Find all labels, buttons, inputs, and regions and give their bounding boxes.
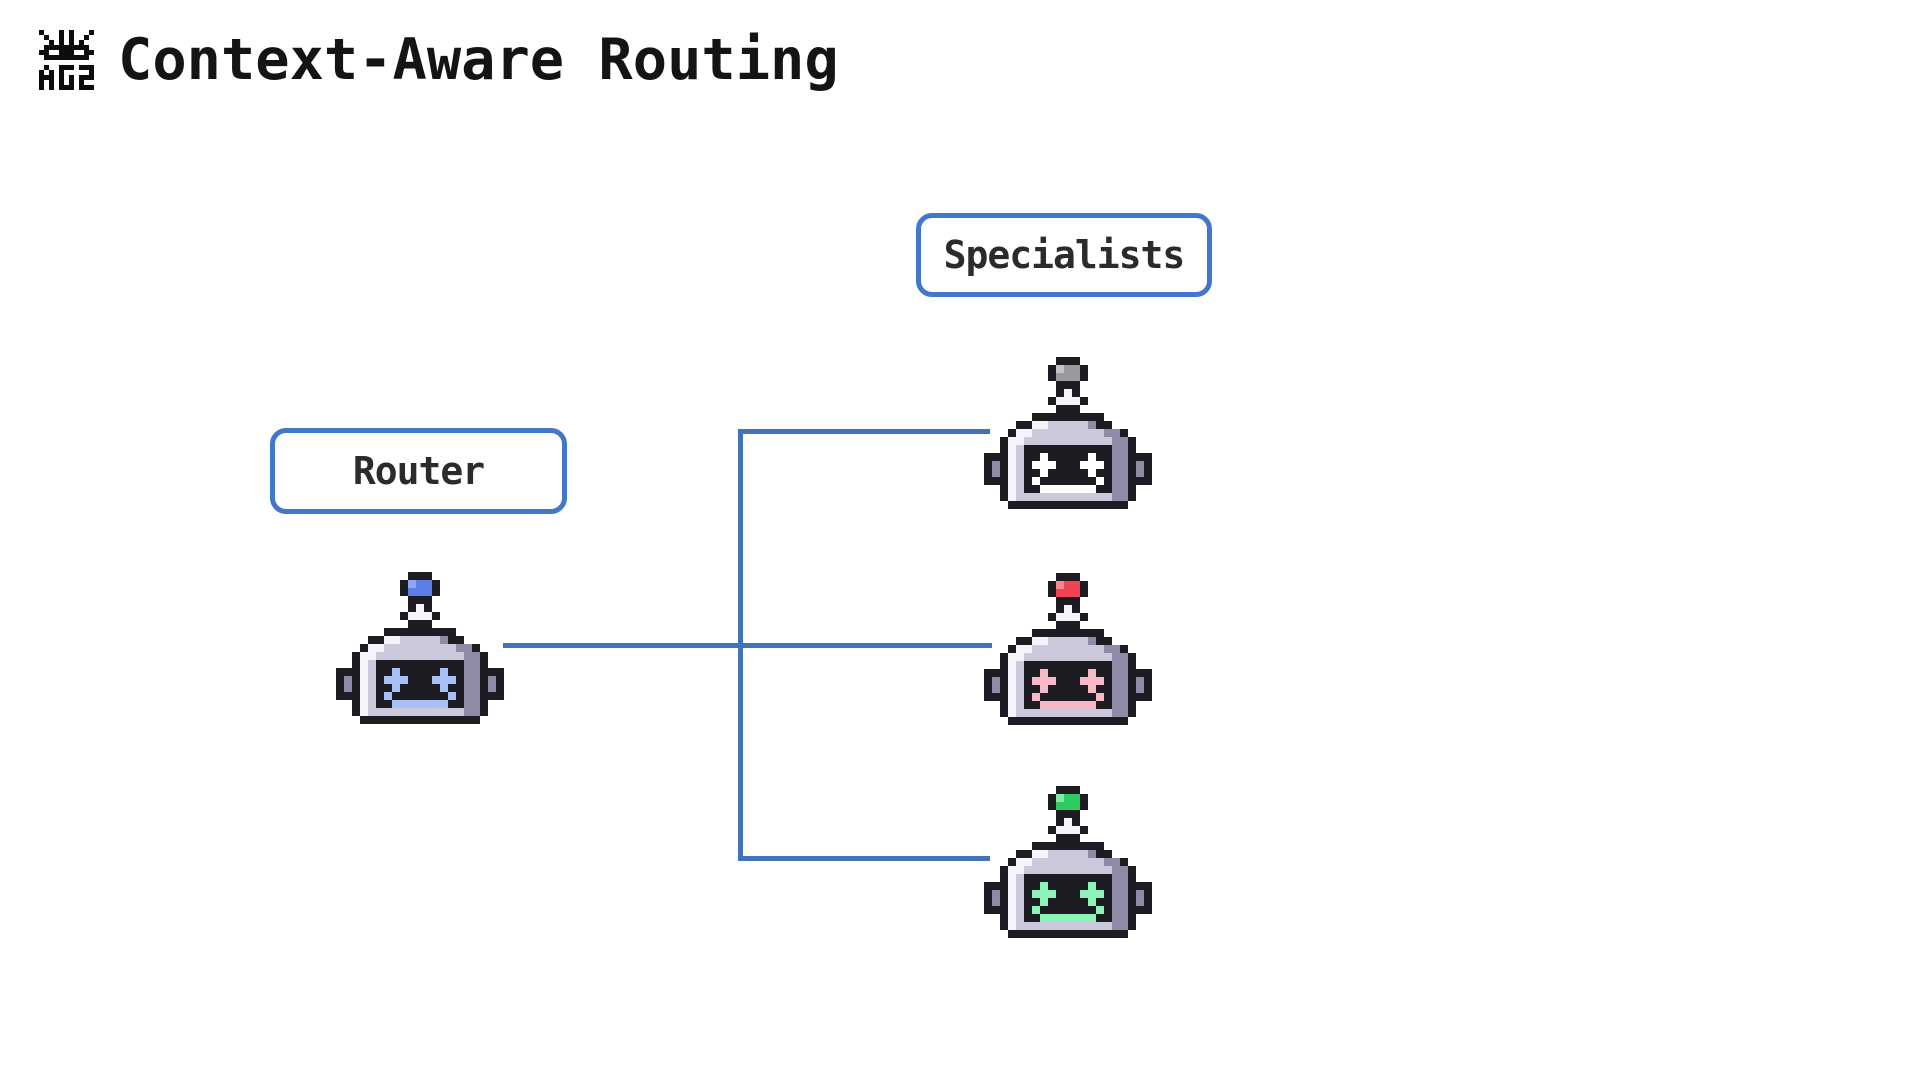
connector-vertical-trunk bbox=[738, 429, 743, 861]
specialist-2-robot-icon bbox=[984, 573, 1152, 725]
specialist-3-robot-icon bbox=[984, 786, 1152, 938]
page-title: Context-Aware Routing bbox=[118, 27, 839, 93]
connector-router-to-specialist-2 bbox=[503, 643, 992, 648]
specialists-label-box: Specialists bbox=[916, 213, 1212, 297]
router-robot-icon bbox=[336, 572, 504, 724]
specialist-1-robot-icon bbox=[984, 357, 1152, 509]
ag2-logo-text: AG2 bbox=[0, 0, 1, 1]
router-label: Router bbox=[352, 449, 485, 493]
connector-to-specialist-3 bbox=[738, 856, 990, 861]
connector-to-specialist-1 bbox=[738, 429, 990, 434]
ag2-logo-icon bbox=[39, 30, 94, 90]
router-label-box: Router bbox=[270, 428, 567, 514]
specialists-label: Specialists bbox=[943, 233, 1186, 277]
